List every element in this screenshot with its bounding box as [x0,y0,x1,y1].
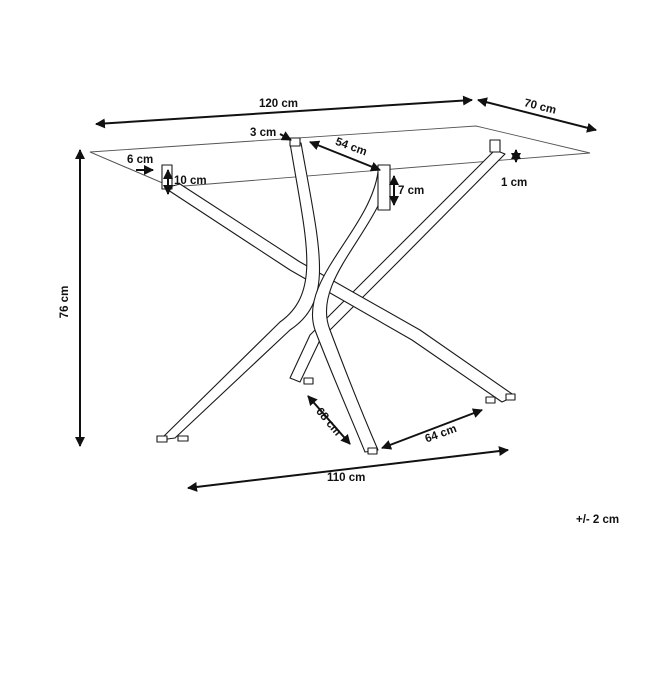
glass-table-top [89,125,591,188]
leg-top-height-label: 7 cm [398,185,424,197]
leg-front-label: 68 cm [313,406,343,439]
tolerance-note: +/- 2 cm [576,514,619,526]
foot-pad [303,377,314,385]
overhang-side-label: 6 cm [127,154,153,166]
height-label: 76 cm [59,286,71,319]
leg-bracket [377,164,391,211]
length-label: 120 cm [259,98,298,110]
leg-front-dimension-line [307,395,351,445]
leg-side-dimension-line [381,408,483,450]
base-span-label: 110 cm [327,472,365,484]
leg-top-width-label: 3 cm [250,127,276,139]
foot-pad [367,447,378,455]
foot-pad [505,393,516,401]
leg-spacing-label: 54 cm [334,136,369,158]
depth-label: 70 cm [523,97,558,117]
leg-bracket [289,137,301,147]
table-base-legs [156,137,516,455]
foot-pad [177,435,189,442]
base-span-dimension-line [187,446,509,492]
leg-spacing-dimension-line [309,140,381,172]
glass-thickness-label: 1 cm [501,177,527,189]
leg-bracket [489,139,501,153]
depth-dimension-line [477,97,597,133]
overhang-front-label: 10 cm [174,175,207,187]
foot-pad [156,435,168,443]
foot-pad [485,396,496,404]
leg-top-width-dimension-line [279,131,292,141]
dimension-lines [75,95,597,492]
length-dimension-line [95,95,473,129]
